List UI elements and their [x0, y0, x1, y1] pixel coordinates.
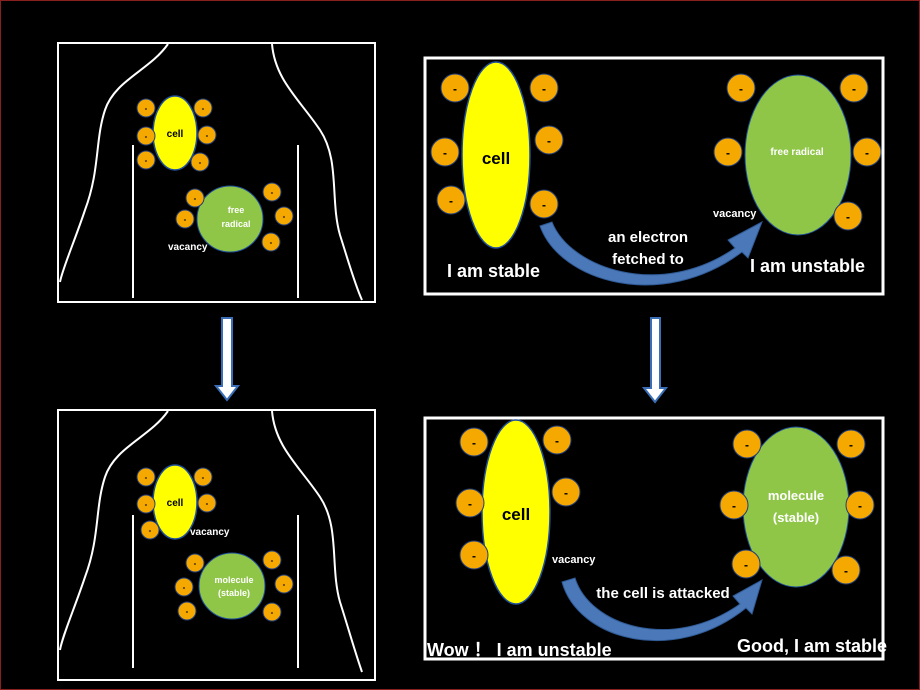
electron-sign: - [745, 438, 749, 452]
cell-label: cell [502, 505, 530, 524]
molecule-label-line2: (stable) [218, 588, 250, 598]
electron-sign: - [472, 549, 476, 563]
molecule-label-line2: (stable) [773, 510, 819, 525]
transfer-arrow [539, 220, 763, 286]
electron-sign: - [555, 434, 559, 448]
electron-sign: - [145, 473, 148, 482]
vacancy-label: vacancy [190, 527, 230, 538]
electron-sign: - [726, 146, 730, 160]
electron-sign: - [732, 499, 736, 513]
electron-sign: - [846, 210, 850, 224]
electron-sign: - [194, 194, 197, 203]
electron-sign: - [858, 499, 862, 513]
electron-sign: - [472, 436, 476, 450]
electron-sign: - [270, 238, 273, 247]
panel-bottom-right: cell vacancy molecule (stable) the cell … [423, 416, 887, 661]
electron-sign: - [542, 82, 546, 96]
down-arrow-right [641, 317, 669, 404]
electron-sign: - [145, 104, 148, 113]
electron-sign: - [865, 146, 869, 160]
panel-top-right: cell free radical vacancy an electron fe… [423, 56, 885, 296]
cell-label: cell [167, 129, 184, 140]
cell-shape [461, 61, 531, 249]
electron-sign: - [564, 486, 568, 500]
electron-sign: - [547, 134, 551, 148]
electron-sign: - [145, 156, 148, 165]
cell-electrons [455, 425, 581, 570]
electron-sign: - [468, 497, 472, 511]
cell-label: cell [482, 149, 510, 168]
electron-sign: - [199, 158, 202, 167]
electron-signs: - - - - - - - - - - - - - - - - - - - - - - - - - - - - - - - - - - - - - - - -… [145, 82, 869, 617]
electron-sign: - [542, 198, 546, 212]
panel-frame [57, 42, 376, 303]
left-status: I am stable [447, 261, 540, 281]
electron-sign: - [453, 82, 457, 96]
cell-electrons [136, 467, 217, 540]
electron-sign: - [186, 607, 189, 616]
molecule-label-line1: molecule [768, 488, 824, 503]
electron-sign: - [145, 500, 148, 509]
molecule-electrons [174, 550, 294, 622]
electron-sign: - [271, 608, 274, 617]
body-outline-right [271, 410, 363, 673]
electron-sign: - [202, 104, 205, 113]
cell-shape [481, 419, 551, 605]
molecule-electrons [719, 429, 875, 585]
electron-sign: - [145, 132, 148, 141]
vacancy-label: vacancy [552, 554, 596, 566]
electron-sign: - [206, 131, 209, 140]
panel-frame [423, 416, 885, 661]
electron-sign: - [194, 559, 197, 568]
electron-sign: - [271, 556, 274, 565]
electron-sign: - [852, 82, 856, 96]
panel-top-left: cell free radical vacancy [57, 42, 376, 303]
electron-sign: - [149, 526, 152, 535]
electron-sign: - [283, 212, 286, 221]
arrow-label-line2: fetched to [612, 251, 684, 268]
radical-label-line2: radical [221, 219, 250, 229]
electron-sign: - [184, 215, 187, 224]
attack-arrow [561, 577, 763, 642]
cell-electrons [430, 73, 564, 219]
panel-bottom-left: cell vacancy molecule (stable) [57, 409, 376, 681]
vacancy-label: vacancy [168, 242, 208, 253]
cell-electrons [136, 98, 217, 172]
panel-frame [423, 56, 885, 296]
body-outline-left [59, 410, 169, 651]
electron-sign: - [206, 499, 209, 508]
radical-shape [744, 74, 852, 236]
electron-sign: - [739, 82, 743, 96]
radical-shape [196, 185, 264, 253]
electron-sign: - [443, 146, 447, 160]
panel-frame [57, 409, 376, 681]
electron-sign: - [202, 473, 205, 482]
arrow-label-line1: an electron [608, 229, 688, 246]
electron-sign: - [449, 194, 453, 208]
electron-sign: - [744, 558, 748, 572]
electron-sign: - [271, 188, 274, 197]
body-outline-left [59, 43, 169, 283]
body-outline-right [271, 43, 363, 301]
electron-sign: - [849, 438, 853, 452]
vacancy-label: vacancy [713, 208, 757, 220]
cell-label: cell [167, 498, 184, 509]
radical-label: free radical [770, 147, 824, 158]
radical-label-line1: free [228, 205, 245, 215]
arrow-label: the cell is attacked [596, 585, 729, 602]
right-status: I am unstable [750, 256, 865, 276]
electron-sign: - [844, 564, 848, 578]
down-arrow-left [213, 317, 241, 402]
left-status: Wow ！ I am unstable [427, 640, 612, 660]
electron-sign: - [283, 580, 286, 589]
molecule-label-line1: molecule [214, 575, 253, 585]
molecule-shape [198, 552, 266, 620]
radical-electrons [175, 182, 294, 252]
radical-electrons [713, 73, 882, 231]
right-status: Good, I am stable [737, 636, 887, 656]
electron-sign: - [183, 583, 186, 592]
